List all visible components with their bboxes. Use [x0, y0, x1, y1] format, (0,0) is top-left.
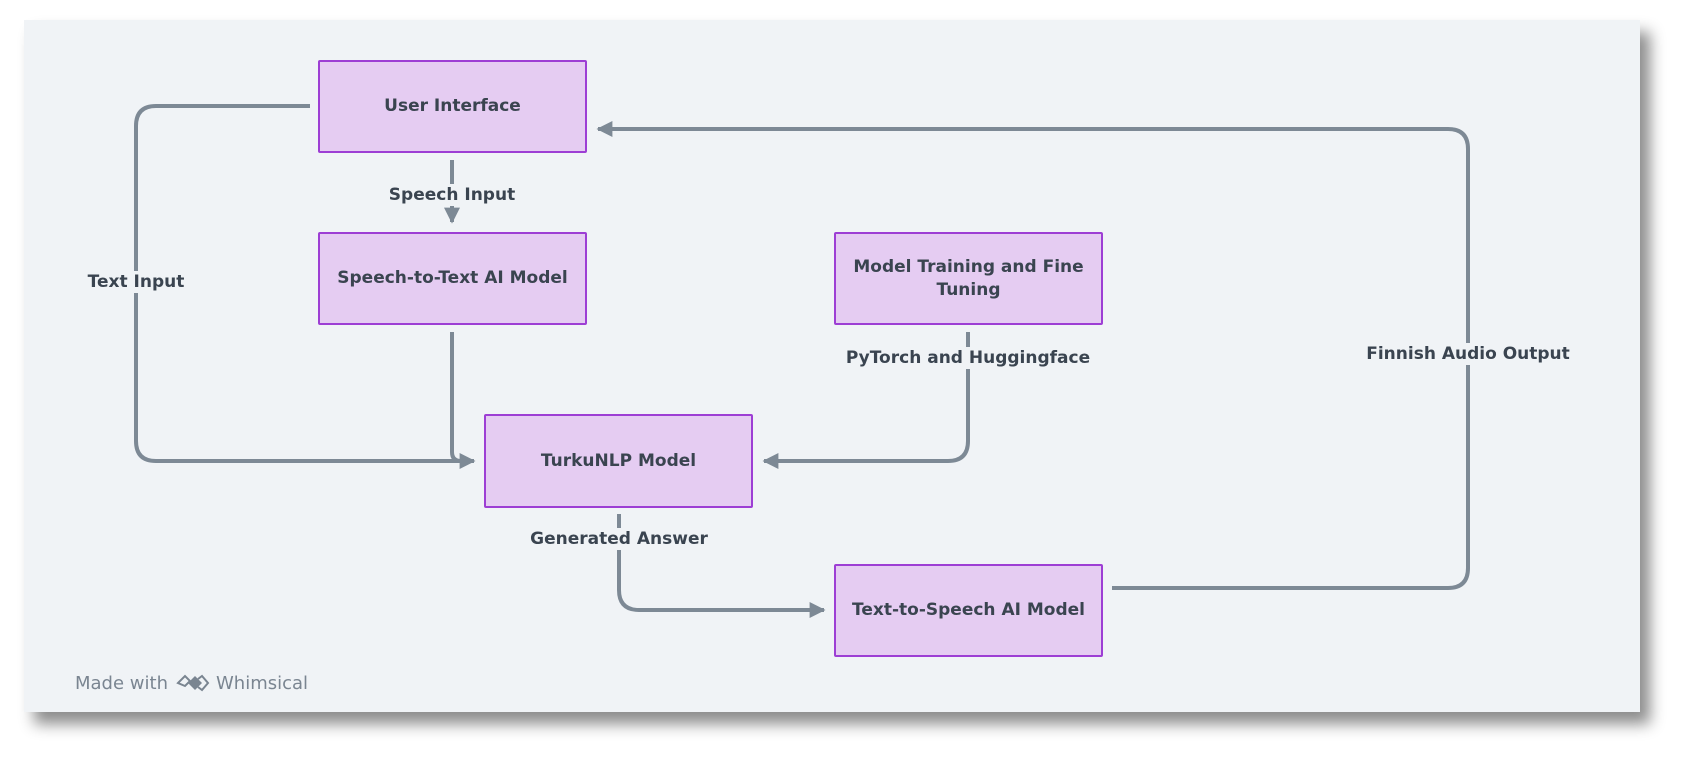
node-text-to-speech[interactable]: Text-to-Speech AI Model [834, 564, 1103, 657]
diagram-canvas [24, 20, 1640, 712]
made-with-whimsical[interactable]: Made with Whimsical [75, 671, 308, 695]
edge-label-generated-answer: Generated Answer [527, 528, 711, 550]
edge-pytorch [762, 332, 970, 469]
made-with-text: Made with [75, 672, 168, 694]
edge-generated-answer [617, 514, 826, 618]
whimsical-logo-icon [176, 674, 210, 692]
edge-label-pytorch: PyTorch and Huggingface [842, 347, 1094, 369]
node-user-interface[interactable]: User Interface [318, 60, 587, 153]
edge-label-speech-input: Speech Input [385, 184, 519, 206]
node-turkunlp-label: TurkuNLP Model [540, 450, 697, 471]
whimsical-brand: Whimsical [215, 672, 309, 694]
node-speech-to-text-label: Speech-to-Text AI Model [337, 268, 568, 288]
node-model-training[interactable]: Model Training and Fine Tuning [834, 232, 1103, 325]
node-model-training-label: Model Training and Fine Tuning [853, 256, 1084, 300]
node-speech-to-text[interactable]: Speech-to-Text AI Model [318, 232, 587, 325]
node-turkunlp[interactable]: TurkuNLP Model [484, 414, 753, 508]
node-user-interface-label: User Interface [384, 96, 521, 116]
edge-stt-to-turkunlp [450, 332, 462, 463]
node-text-to-speech-label: Text-to-Speech AI Model [852, 600, 1085, 620]
edge-label-finnish-audio: Finnish Audio Output [1363, 343, 1573, 365]
edge-label-text-input: Text Input [84, 271, 188, 293]
